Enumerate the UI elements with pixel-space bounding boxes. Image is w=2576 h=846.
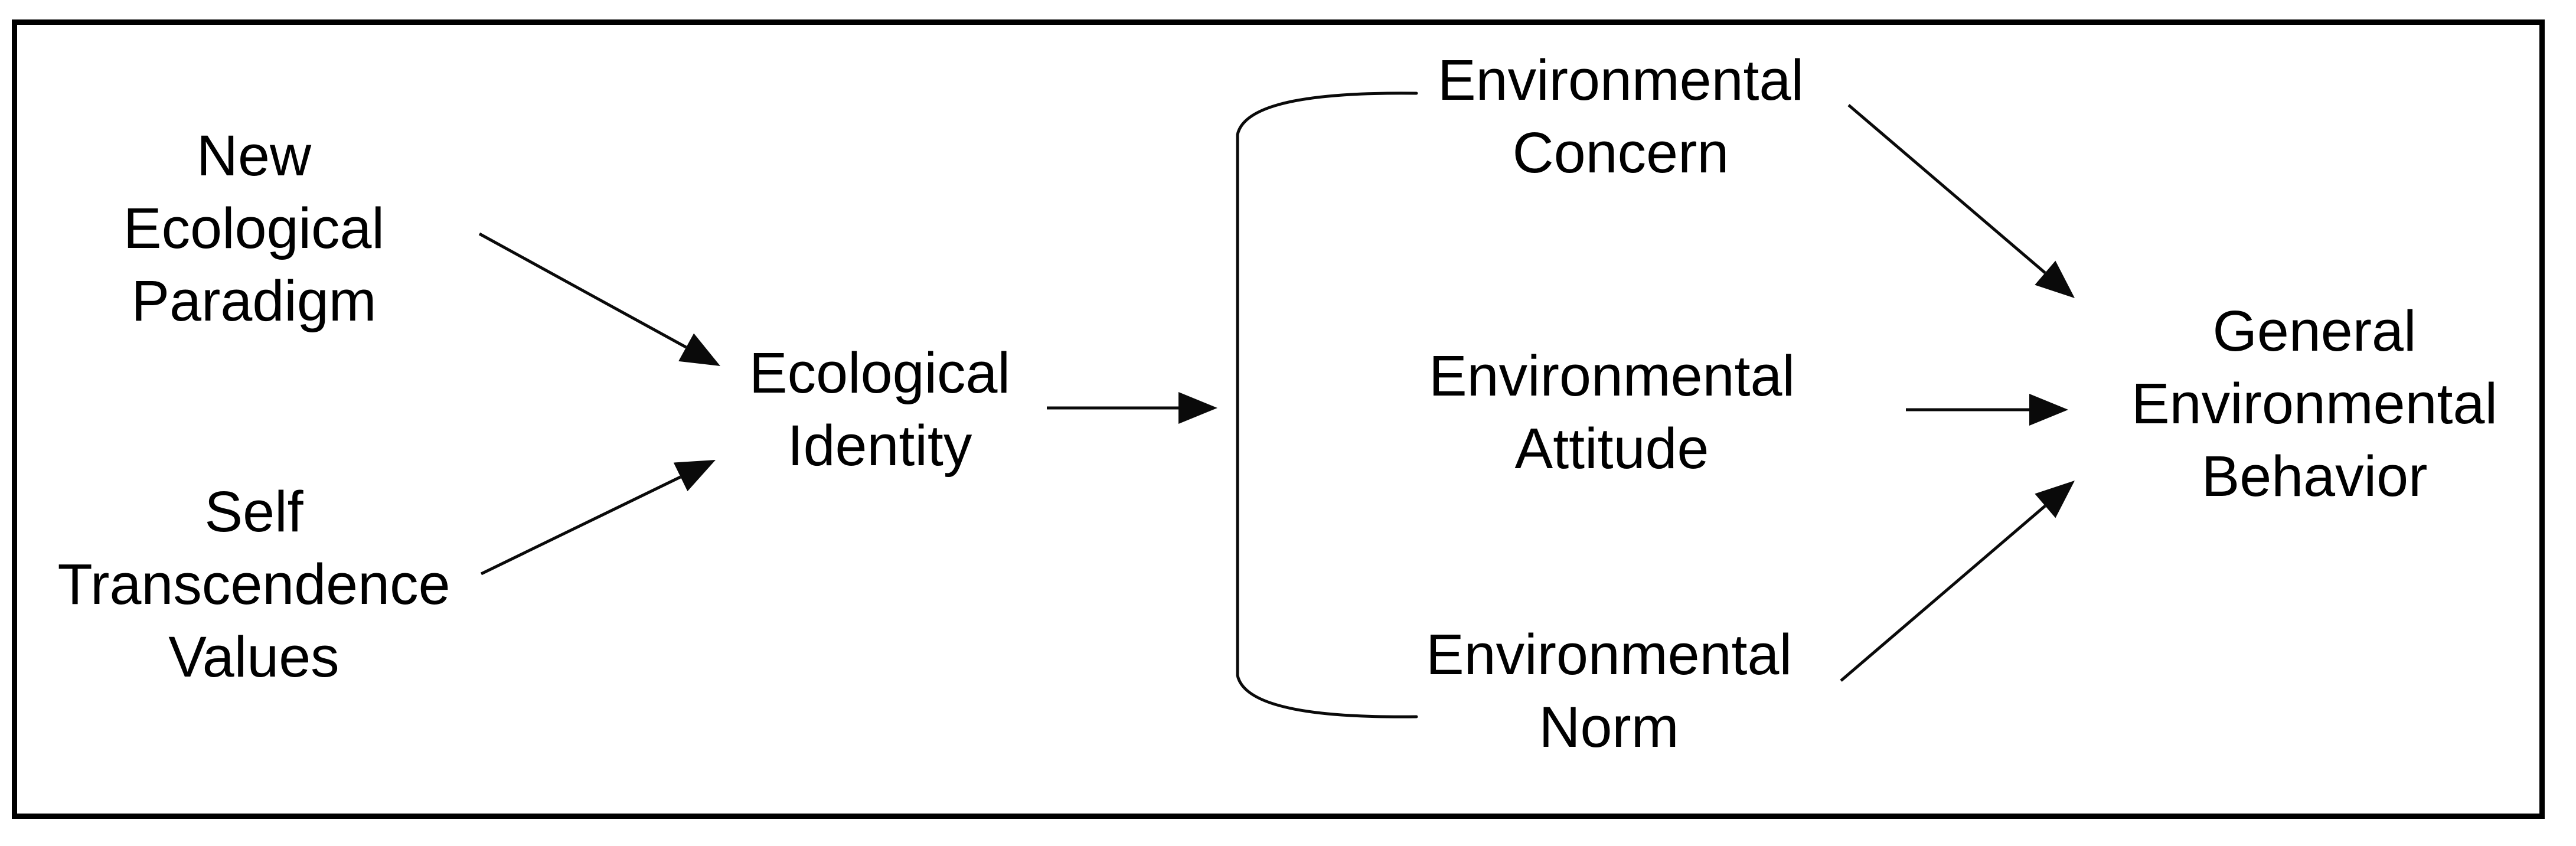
edge-ecological-identity-to-branches — [1047, 392, 1217, 424]
edge-norm-to-behavior — [1840, 481, 2075, 682]
edge-attitude-to-behavior — [1906, 394, 2068, 426]
edge-line — [480, 475, 681, 576]
node-ecological-identity: Ecological Identity — [749, 341, 1011, 478]
node-self-transcendence-values: Self Transcendence Values — [57, 479, 450, 689]
node-environmental-norm: Environmental Norm — [1425, 622, 1793, 759]
node-new-ecological-paradigm: New Ecological Paradigm — [123, 123, 385, 333]
arrowhead-icon — [1178, 392, 1217, 424]
arrowhead-icon — [673, 460, 716, 492]
edge-stv-to-ecological-identity — [480, 460, 716, 576]
arrowhead-icon — [2029, 394, 2068, 426]
edge-line — [1840, 505, 2046, 682]
edge-line — [478, 232, 687, 349]
edge-line — [1847, 104, 2046, 275]
edge-nep-to-ecological-identity — [478, 232, 720, 366]
branch-bracket — [1236, 92, 1418, 718]
node-general-environmental-behavior: General Environmental Behavior — [2131, 299, 2498, 508]
node-environmental-concern: Environmental Concern — [1437, 48, 1804, 185]
arrowhead-icon — [678, 333, 720, 366]
node-environmental-attitude: Environmental Attitude — [1428, 344, 1795, 481]
arrowhead-icon — [2035, 260, 2075, 298]
edge-concern-to-behavior — [1847, 104, 2075, 298]
arrowhead-icon — [2035, 481, 2075, 518]
diagram-border — [12, 19, 2545, 819]
